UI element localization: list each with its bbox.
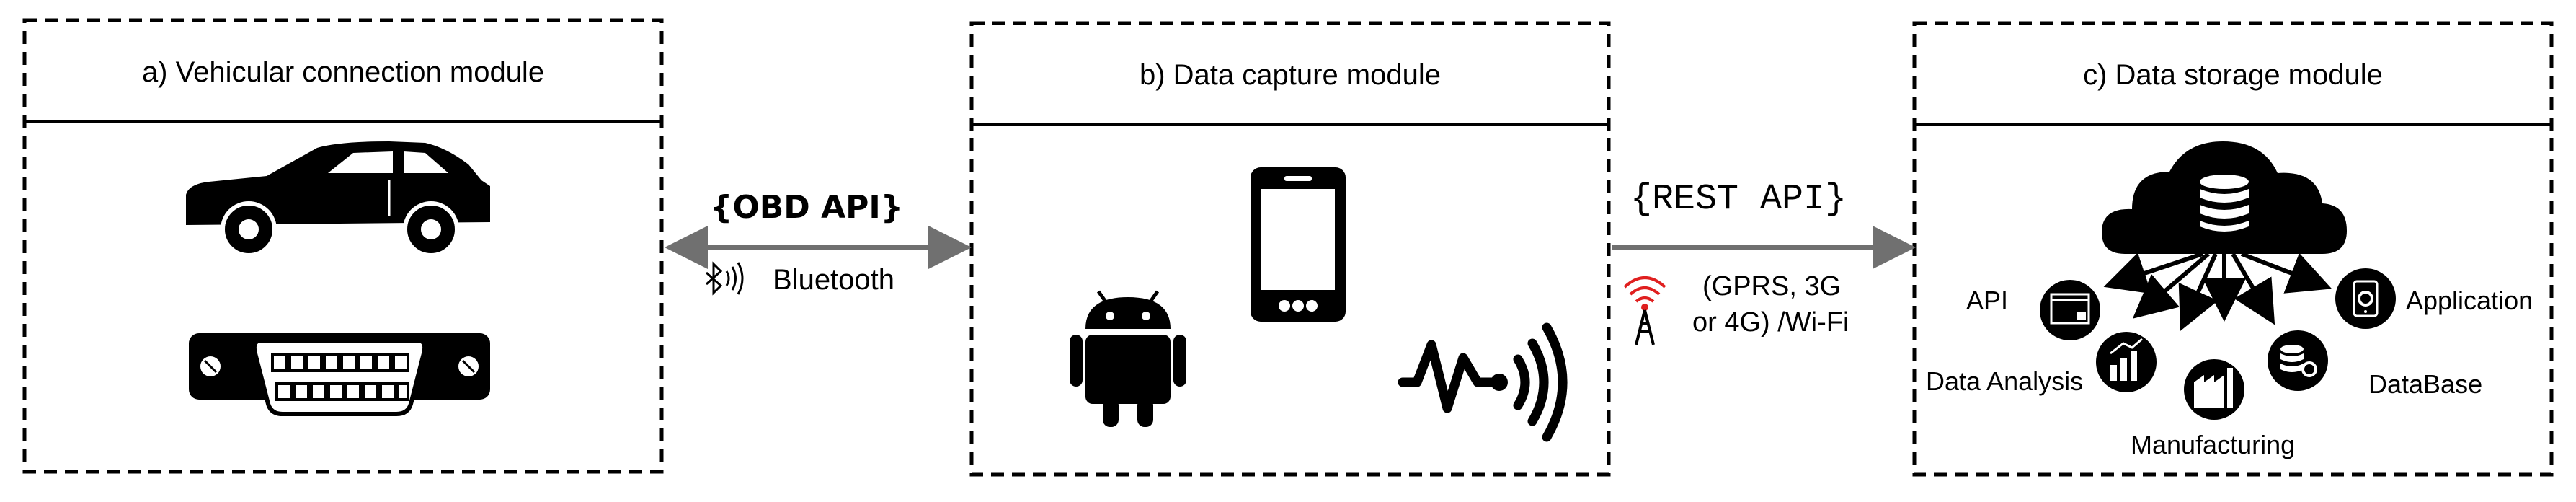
rest-medium-line1: (GPRS, 3G [1702, 271, 1842, 301]
cloud-database-icon [2102, 141, 2347, 254]
module-b-title: b) Data capture module [1139, 59, 1441, 91]
module-a-box [22, 18, 664, 474]
module-a: a) Vehicular connection module [25, 20, 662, 472]
rest-medium-line2: or 4G) /Wi-Fi [1692, 307, 1849, 338]
smartphone-icon [1251, 167, 1346, 322]
signal-wave-icon [1398, 322, 1568, 442]
bluetooth-label: Bluetooth [773, 264, 895, 296]
obd-connector-icon [189, 333, 490, 416]
data-analysis-label: Data Analysis [1926, 366, 2084, 396]
database-icon [2268, 330, 2328, 391]
api-label: API [1966, 286, 2009, 315]
api-icon [2040, 280, 2100, 340]
module-c: c) Data storage module [1914, 23, 2551, 475]
rest-api-label: {REST API} [1630, 179, 1847, 220]
android-icon [1070, 290, 1186, 427]
car-icon [186, 141, 490, 257]
obd-api-label: {OBD API} [710, 189, 904, 226]
module-a-title: a) Vehicular connection module [141, 56, 545, 88]
database-label: DataBase [2368, 369, 2483, 399]
application-icon [2335, 268, 2396, 329]
module-c-title: c) Data storage module [2083, 59, 2383, 91]
module-b-box [969, 21, 1611, 477]
cloud-arrows [2103, 252, 2332, 331]
bluetooth-icon [705, 261, 744, 296]
manufacturing-label: Manufacturing [2131, 430, 2296, 459]
module-b: b) Data capture module [972, 23, 1609, 475]
data-analysis-icon [2096, 332, 2157, 392]
antenna-icon [1623, 276, 1666, 345]
application-label: Application [2406, 286, 2533, 315]
manufacturing-icon [2184, 359, 2244, 420]
